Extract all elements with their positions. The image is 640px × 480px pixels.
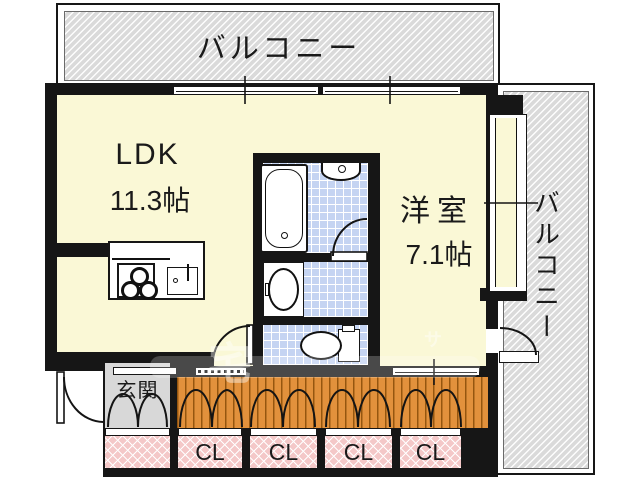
entrance-alcove: [45, 371, 103, 477]
ldk-size-label: 11.3帖: [109, 185, 191, 216]
stove-icon: [117, 263, 158, 300]
kitchen-counter: [108, 241, 205, 300]
closet-box-4: CL: [400, 436, 461, 468]
balcony-top-floor: バルコニー: [64, 11, 494, 81]
closet-label: CL: [415, 439, 446, 465]
balcony-door-leaf: [499, 351, 539, 363]
bathroom-sink-icon: [321, 163, 361, 181]
balcony-door-opening: [486, 329, 499, 353]
closet-box-1: CL: [178, 436, 242, 468]
window-top-right: [322, 86, 461, 95]
balcony-top: バルコニー: [56, 3, 500, 87]
watermark-haze: [150, 356, 480, 378]
balcony-right-label: バルコニー: [530, 188, 561, 344]
closet-frame-5: [400, 428, 461, 436]
ldk-label: LDK: [115, 138, 180, 171]
closet-box-2: CL: [250, 436, 317, 468]
entrance-step-edge: [113, 367, 177, 375]
washbasin-icon: [268, 268, 299, 311]
corridor-slider: [392, 367, 480, 376]
corridor-floor: [177, 377, 488, 428]
western-room-label: 洋室: [400, 195, 474, 228]
balcony-wall-stub-top: [497, 95, 523, 117]
closet-frame-1: [105, 428, 170, 436]
balcony-top-label: バルコニー: [196, 33, 362, 65]
kitchen-sink-icon: [167, 264, 198, 295]
sliding-door-track: [195, 367, 247, 376]
closet-frame-2: [178, 428, 242, 436]
closet-label: CL: [343, 439, 374, 465]
closet-label: CL: [195, 439, 225, 465]
closet-frame-3: [250, 428, 317, 436]
bathtub-icon: [260, 164, 308, 253]
washbasin-counter: [263, 262, 304, 317]
closet-box-3: CL: [325, 436, 392, 468]
window-top-left: [173, 86, 319, 95]
closet-label: CL: [268, 439, 299, 465]
closet-frame-4: [325, 428, 392, 436]
toilet-icon: [300, 325, 364, 365]
kitchen-partition-wall: [57, 243, 108, 257]
western-room-size-label: 7.1帖: [405, 239, 473, 270]
shoe-closet-box: [105, 436, 170, 468]
entrance-label: 玄関: [116, 380, 159, 402]
